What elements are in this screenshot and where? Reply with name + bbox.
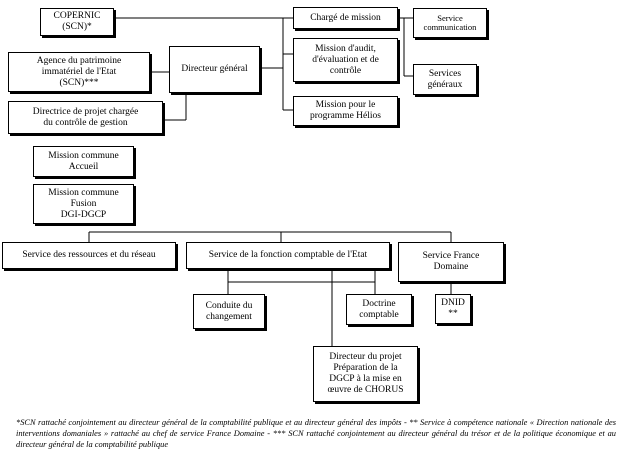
service-fonction-comptable-box: Service de la fonction comptable de l'Et… (186, 242, 390, 269)
directeur-projet-chorus-box: Directeur du projet Préparation de la DG… (313, 346, 418, 402)
agence-patrimoine-box: Agence du patrimoine immatériel de l'Eta… (8, 52, 150, 92)
service-ressources-box: Service des ressources et du réseau (2, 242, 176, 269)
service-communication-box: Service communication (413, 8, 487, 38)
dnid-box: DNID ** (435, 294, 471, 324)
services-generaux-box: Services généraux (413, 64, 477, 95)
conduite-changement-box: Conduite du changement (193, 294, 265, 329)
doctrine-comptable-box: Doctrine comptable (346, 294, 412, 325)
mission-accueil-box: Mission commune Accueil (33, 146, 134, 177)
directeur-general-box: Directeur général (169, 46, 260, 93)
mission-audit-box: Mission d'audit, d'évaluation et de cont… (293, 38, 398, 82)
service-france-domaine-box: Service France Domaine (398, 242, 504, 282)
copernic-box: COPERNIC (SCN)* (40, 8, 114, 36)
footnote: *SCN rattaché conjointement au directeur… (16, 418, 616, 449)
mission-fusion-box: Mission commune Fusion DGI-DGCP (33, 184, 134, 224)
directrice-controle-gestion-box: Directrice de projet chargée du contrôle… (8, 101, 163, 134)
mission-helios-box: Mission pour le programme Hélios (293, 96, 398, 126)
charge-mission-box: Chargé de mission (293, 7, 398, 29)
